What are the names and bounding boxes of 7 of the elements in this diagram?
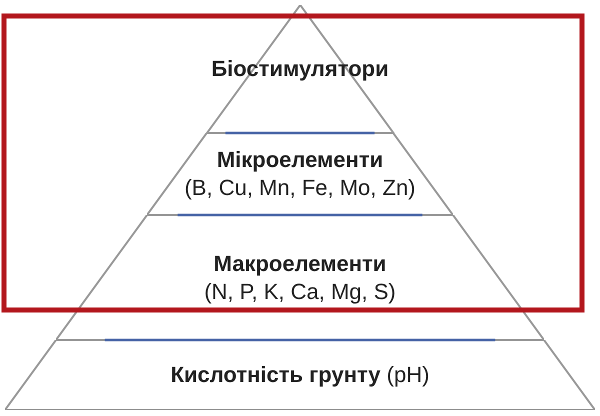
element-list: (B, Cu, Mn, Fe, Mo, Zn) bbox=[184, 174, 416, 202]
level-label: Кислотність грунту (pH) bbox=[170, 361, 430, 389]
level-label: Біостимулятори bbox=[211, 55, 389, 83]
level-heading: Макроелементи bbox=[214, 250, 386, 278]
pyramid-level bbox=[5, 340, 595, 410]
level-heading: Мікроелементи bbox=[216, 146, 384, 174]
element-list: (N, P, K, Ca, Mg, S) bbox=[204, 278, 396, 306]
